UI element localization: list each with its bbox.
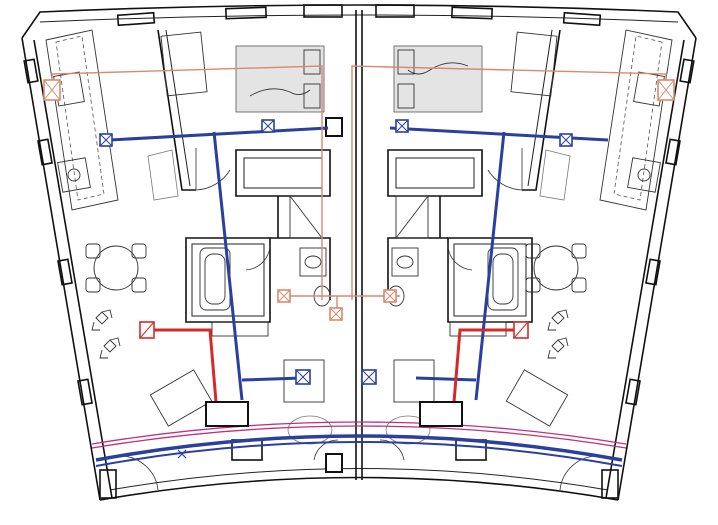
bathroom-left (199, 195, 331, 311)
kitchen-right (599, 29, 673, 211)
building-shell (21, 4, 697, 501)
mvhr-units (205, 401, 463, 427)
bathtub-left (199, 247, 231, 311)
washbasin-right (391, 247, 419, 277)
sink-right (627, 157, 661, 193)
armchair-left (149, 369, 213, 427)
sink-left (57, 157, 91, 193)
plants (91, 309, 569, 359)
bed-right (393, 45, 483, 113)
central-riser-top (325, 117, 343, 137)
desk-left (160, 31, 208, 97)
washbasin-left (299, 247, 327, 277)
dining-right (525, 243, 587, 293)
central-riser-bottom (325, 453, 343, 473)
doors (119, 148, 599, 491)
bathroom-right (387, 195, 519, 311)
extract-vents (43, 79, 675, 321)
party-wall (325, 10, 363, 480)
supply-duct (95, 126, 623, 467)
mvhr-unit-right (419, 401, 463, 427)
shower-right (395, 195, 429, 239)
heating-units (139, 321, 529, 339)
kitchen-left (45, 29, 119, 211)
armchair-right (505, 369, 569, 427)
dining-left (85, 243, 147, 293)
window-units (23, 4, 695, 499)
sofa-right-block (393, 359, 435, 403)
desk-right (510, 31, 558, 97)
heating-pipe (148, 328, 520, 403)
cross-marker (177, 449, 187, 459)
sofa-left-block (283, 359, 325, 403)
boundary-line (91, 421, 627, 449)
bedroom-furniture (147, 31, 571, 201)
bed-left (235, 45, 325, 113)
mvhr-unit-left (205, 401, 249, 427)
bathtub-right (487, 247, 519, 311)
supply-vents (99, 119, 573, 385)
